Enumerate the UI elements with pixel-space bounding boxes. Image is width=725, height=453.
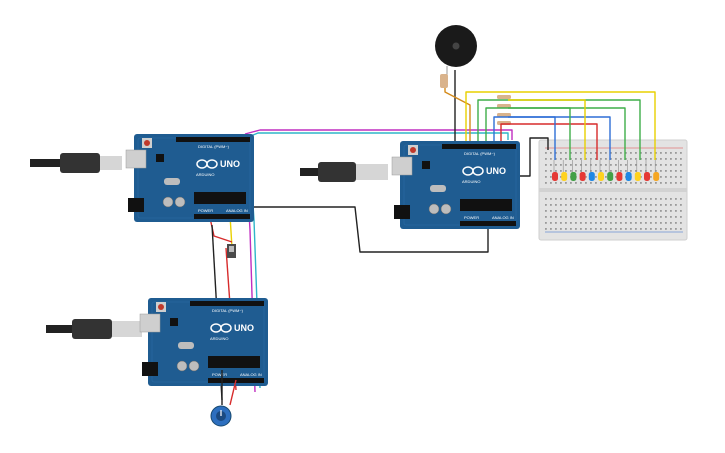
led-9[interactable]: [625, 160, 632, 181]
led-12[interactable]: [653, 160, 660, 181]
led-7[interactable]: [607, 160, 614, 181]
board-2-power-header: POWER: [464, 215, 479, 220]
usb-cable-2: [300, 162, 388, 182]
led-1[interactable]: [552, 160, 558, 181]
usb-cable-1: [30, 153, 122, 173]
buzzer-resistor: [440, 74, 448, 88]
led-10[interactable]: [634, 160, 641, 181]
board-3-analog-header: ANALOG IN: [240, 372, 262, 377]
board-1-power-header: POWER: [198, 208, 213, 213]
led-5[interactable]: [588, 160, 595, 181]
led-3[interactable]: [570, 160, 577, 181]
board-1-digital-header: DIGITAL (PWM~): [198, 144, 230, 149]
arduino-board-3[interactable]: UNO ARDUINO DIGITAL (PWM~) POWER ANALOG …: [139, 297, 269, 387]
board-2-digital-header: DIGITAL (PWM~): [464, 151, 496, 156]
board-3-model-label: UNO: [234, 323, 254, 333]
board-2-brand-label: ARDUINO: [462, 179, 480, 184]
potentiometer[interactable]: [210, 405, 232, 427]
board-1-analog-header: ANALOG IN: [226, 208, 248, 213]
led-row: [552, 160, 660, 181]
board-1-model-label: UNO: [220, 159, 240, 169]
led-11[interactable]: [644, 160, 650, 181]
slide-switch[interactable]: [227, 244, 236, 258]
arduino-board-2[interactable]: UNO ARDUINO DIGITAL (PWM~) POWER ANALOG …: [391, 140, 521, 230]
led-8[interactable]: [616, 160, 623, 181]
breadboard[interactable]: [538, 139, 688, 241]
board-3-brand-label: ARDUINO: [210, 336, 228, 341]
usb-cable-3: [46, 319, 142, 339]
led-2[interactable]: [561, 160, 568, 181]
piezo-buzzer[interactable]: [435, 25, 477, 88]
arduino-board-1[interactable]: UNO ARDUINO DIGITAL (PWM~) POWER ANALOG …: [125, 133, 255, 223]
board-3-digital-header: DIGITAL (PWM~): [212, 308, 244, 313]
led-6[interactable]: [598, 160, 604, 181]
board-2-analog-header: ANALOG IN: [492, 215, 514, 220]
board-1-brand-label: ARDUINO: [196, 172, 214, 177]
led-4[interactable]: [579, 160, 586, 181]
board-2-model-label: UNO: [486, 166, 506, 176]
board-3-power-header: POWER: [212, 372, 227, 377]
resistor-bank: [497, 95, 511, 125]
